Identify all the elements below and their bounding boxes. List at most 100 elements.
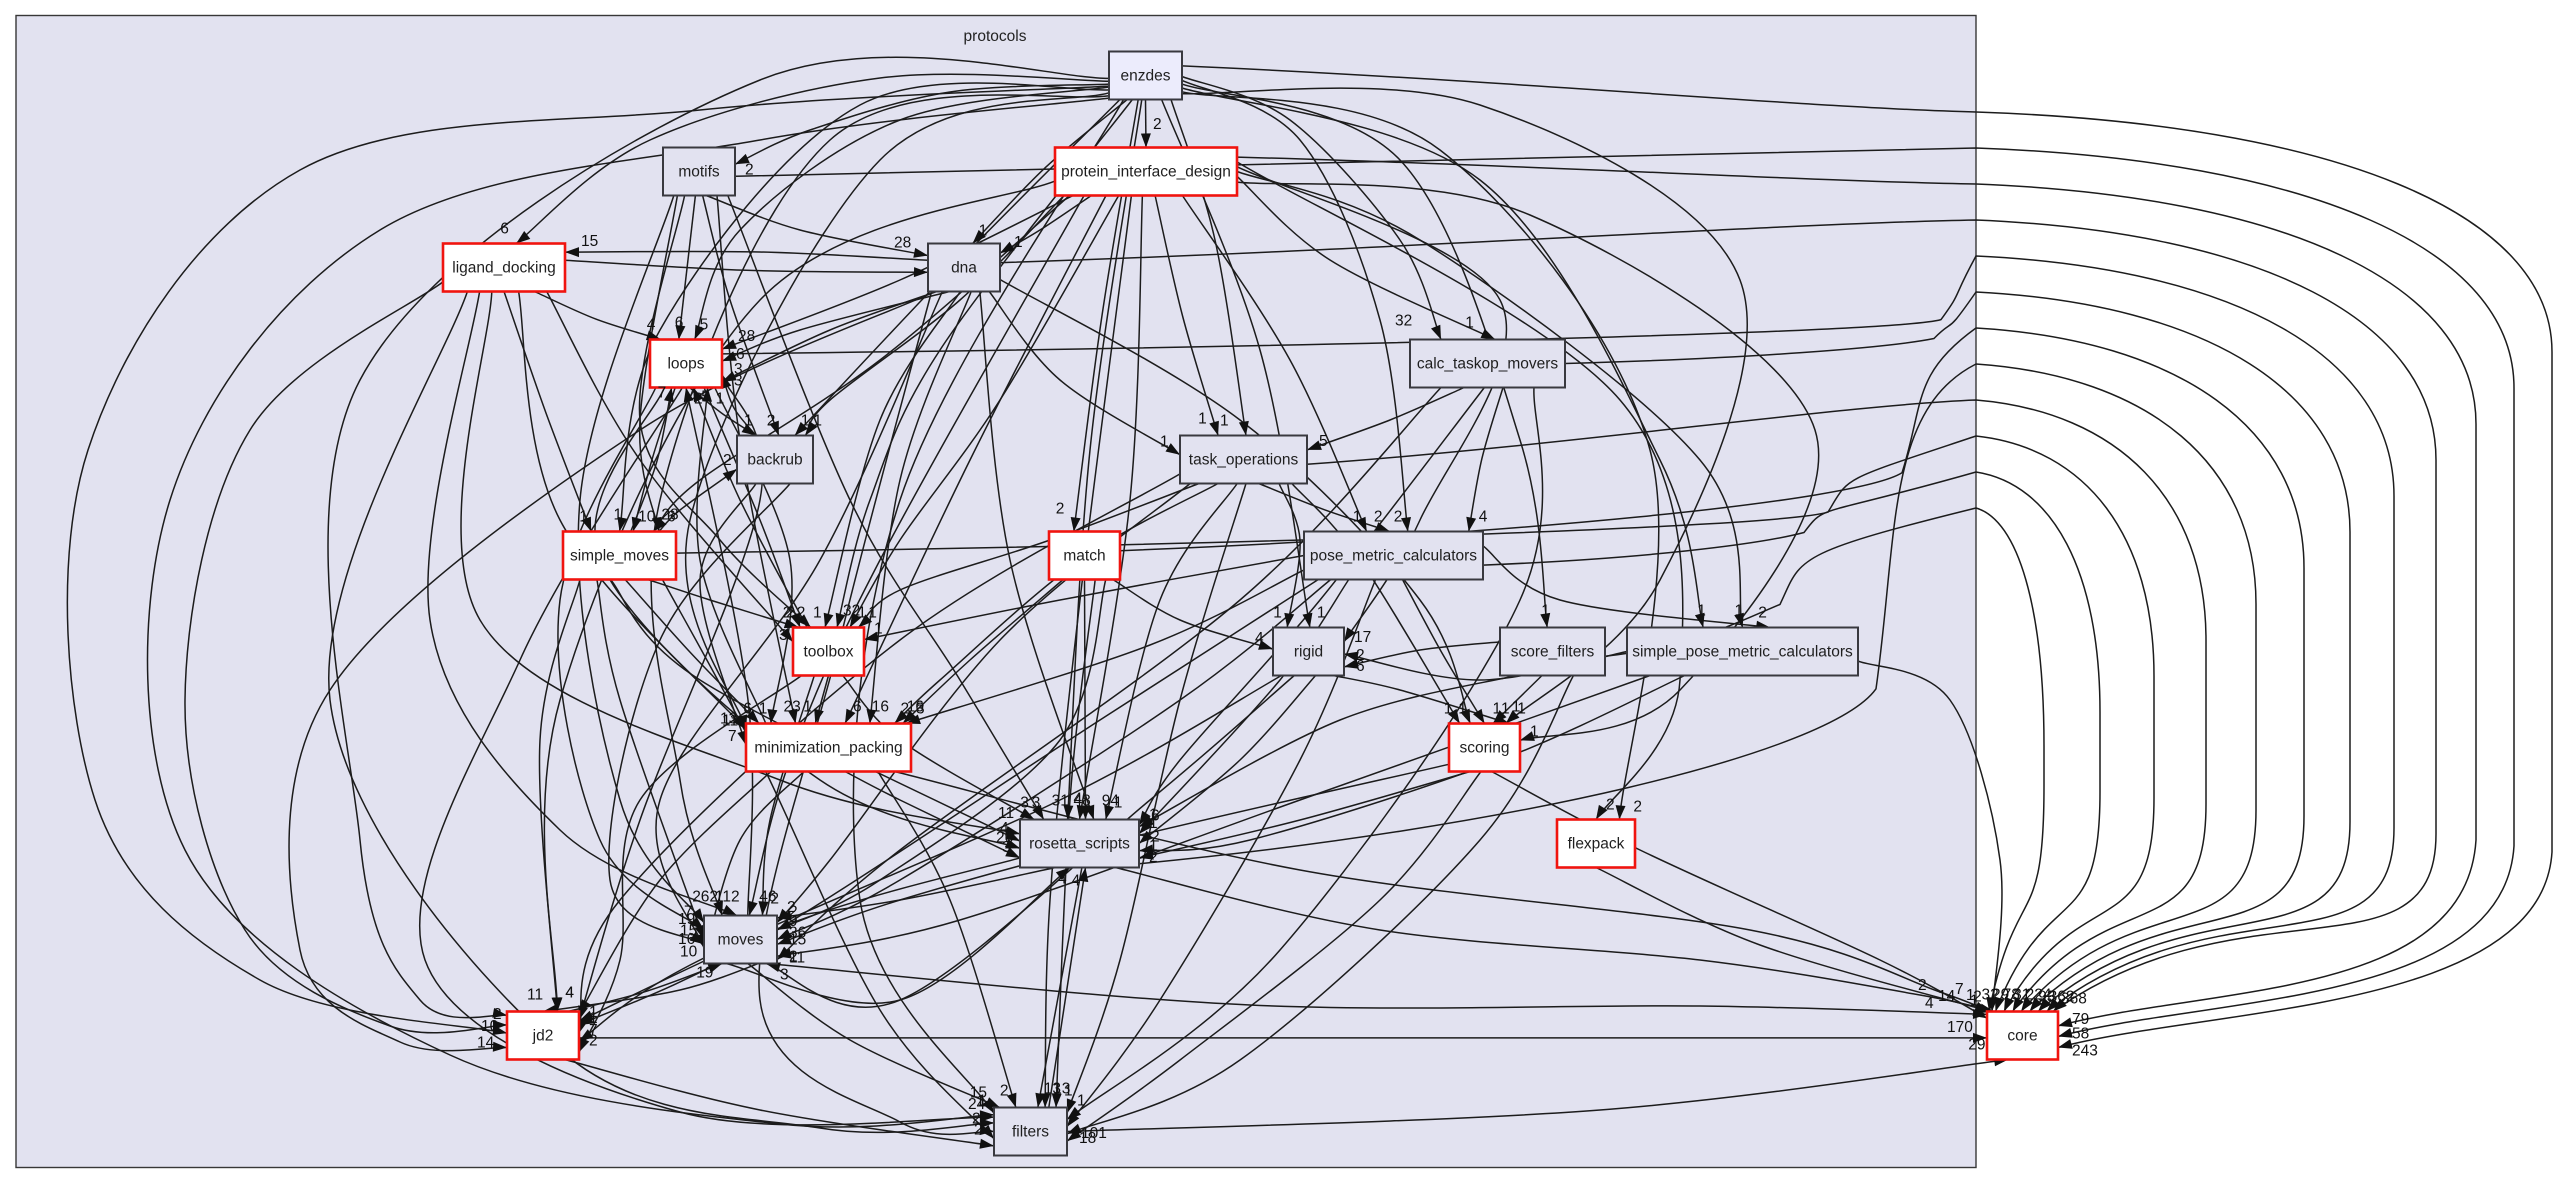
svg-text:5: 5 — [1319, 433, 1328, 450]
svg-text:3: 3 — [916, 701, 925, 718]
svg-text:362: 362 — [2049, 989, 2075, 1006]
svg-text:2: 2 — [1151, 829, 1160, 846]
svg-text:7: 7 — [589, 1022, 598, 1039]
svg-text:1: 1 — [1541, 603, 1550, 620]
svg-text:loops: loops — [667, 356, 704, 373]
svg-text:1: 1 — [1077, 1092, 1086, 1109]
svg-text:28: 28 — [894, 235, 911, 252]
svg-text:1: 1 — [1149, 815, 1158, 832]
svg-text:16: 16 — [678, 931, 695, 948]
svg-text:1: 1 — [589, 1004, 598, 1021]
svg-text:93: 93 — [2038, 989, 2055, 1006]
svg-text:2: 2 — [901, 701, 910, 718]
svg-text:29: 29 — [1992, 987, 2009, 1004]
svg-text:5: 5 — [700, 317, 709, 334]
svg-text:2: 2 — [1149, 849, 1158, 866]
svg-text:4: 4 — [1058, 871, 1067, 888]
svg-text:1: 1 — [874, 621, 883, 638]
svg-text:1: 1 — [579, 509, 588, 526]
svg-text:1: 1 — [976, 1094, 985, 1111]
svg-text:15: 15 — [970, 1085, 987, 1102]
svg-text:6: 6 — [675, 315, 684, 332]
svg-text:2: 2 — [1000, 1083, 1009, 1100]
svg-text:2: 2 — [745, 161, 754, 178]
svg-text:1: 1 — [1970, 993, 1979, 1010]
svg-text:1: 1 — [589, 1010, 598, 1027]
svg-text:17: 17 — [1354, 629, 1371, 646]
svg-text:14: 14 — [477, 1035, 495, 1052]
svg-text:7: 7 — [728, 728, 737, 745]
svg-text:core: core — [2007, 1028, 2037, 1045]
svg-text:1: 1 — [1735, 603, 1744, 620]
svg-text:78: 78 — [2003, 987, 2020, 1004]
svg-text:3: 3 — [1020, 795, 1029, 812]
svg-text:1: 1 — [1149, 806, 1158, 823]
svg-text:match: match — [1063, 548, 1105, 565]
svg-text:protocols: protocols — [964, 28, 1027, 45]
svg-text:1: 1 — [1697, 603, 1706, 620]
svg-text:moves: moves — [718, 932, 764, 949]
svg-text:1: 1 — [759, 701, 768, 718]
svg-text:13: 13 — [720, 710, 737, 727]
svg-text:224: 224 — [2026, 987, 2052, 1004]
svg-text:46: 46 — [759, 889, 776, 906]
svg-text:1: 1 — [1160, 434, 1169, 451]
svg-text:6: 6 — [1356, 658, 1365, 675]
svg-text:4: 4 — [1074, 791, 1083, 808]
svg-text:1: 1 — [716, 391, 725, 408]
svg-text:scoring: scoring — [1460, 740, 1510, 757]
svg-text:3: 3 — [1032, 795, 1041, 812]
svg-text:2: 2 — [1606, 797, 1615, 814]
svg-text:6: 6 — [667, 509, 676, 526]
svg-text:2: 2 — [1758, 605, 1767, 622]
svg-text:1: 1 — [813, 605, 822, 622]
svg-text:31: 31 — [2013, 987, 2030, 1004]
svg-text:pose_metric_calculators: pose_metric_calculators — [1310, 548, 1477, 565]
svg-text:11: 11 — [722, 712, 738, 729]
svg-text:1: 1 — [1530, 723, 1539, 740]
svg-text:1: 1 — [1517, 701, 1526, 718]
svg-text:32: 32 — [843, 603, 860, 620]
svg-text:toolbox: toolbox — [804, 644, 854, 661]
svg-text:79: 79 — [2072, 1011, 2089, 1028]
svg-text:1: 1 — [858, 605, 867, 622]
svg-text:11: 11 — [527, 987, 543, 1004]
svg-text:94: 94 — [1102, 793, 1120, 810]
svg-text:14: 14 — [1938, 988, 1956, 1005]
svg-text:48: 48 — [1074, 793, 1091, 810]
svg-text:13: 13 — [1044, 1081, 1061, 1098]
svg-text:1: 1 — [1465, 315, 1474, 332]
svg-text:1: 1 — [1458, 701, 1467, 718]
svg-text:enzdes: enzdes — [1121, 68, 1171, 85]
svg-text:1: 1 — [803, 699, 812, 716]
svg-text:rosetta_scripts: rosetta_scripts — [1029, 836, 1130, 853]
svg-text:13: 13 — [1053, 1081, 1070, 1098]
svg-text:task_operations: task_operations — [1189, 452, 1299, 469]
svg-text:2: 2 — [1973, 989, 1982, 1006]
svg-text:6: 6 — [743, 701, 752, 718]
svg-text:28: 28 — [738, 328, 755, 345]
svg-text:101: 101 — [1081, 1125, 1107, 1142]
svg-text:backrub: backrub — [747, 452, 802, 469]
svg-text:5: 5 — [701, 389, 710, 406]
svg-text:2: 2 — [789, 904, 798, 921]
svg-text:10: 10 — [481, 1018, 499, 1035]
svg-text:170: 170 — [1947, 1019, 1973, 1036]
svg-text:7: 7 — [658, 385, 667, 402]
svg-text:1: 1 — [1501, 701, 1510, 718]
svg-text:58: 58 — [2072, 1026, 2089, 1043]
svg-text:4: 4 — [1925, 995, 1934, 1012]
svg-text:15: 15 — [789, 931, 806, 948]
svg-text:10: 10 — [638, 509, 656, 526]
svg-text:2: 2 — [783, 605, 792, 622]
svg-text:1: 1 — [813, 413, 822, 430]
svg-text:1: 1 — [1353, 509, 1362, 526]
svg-text:1: 1 — [1317, 605, 1326, 622]
svg-text:2: 2 — [694, 391, 703, 408]
svg-text:1: 1 — [1512, 699, 1521, 716]
svg-text:2: 2 — [1918, 977, 1927, 994]
svg-text:2: 2 — [1633, 799, 1642, 816]
svg-text:1: 1 — [1966, 987, 1975, 1004]
svg-text:6: 6 — [500, 221, 509, 238]
svg-text:11: 11 — [789, 949, 805, 966]
